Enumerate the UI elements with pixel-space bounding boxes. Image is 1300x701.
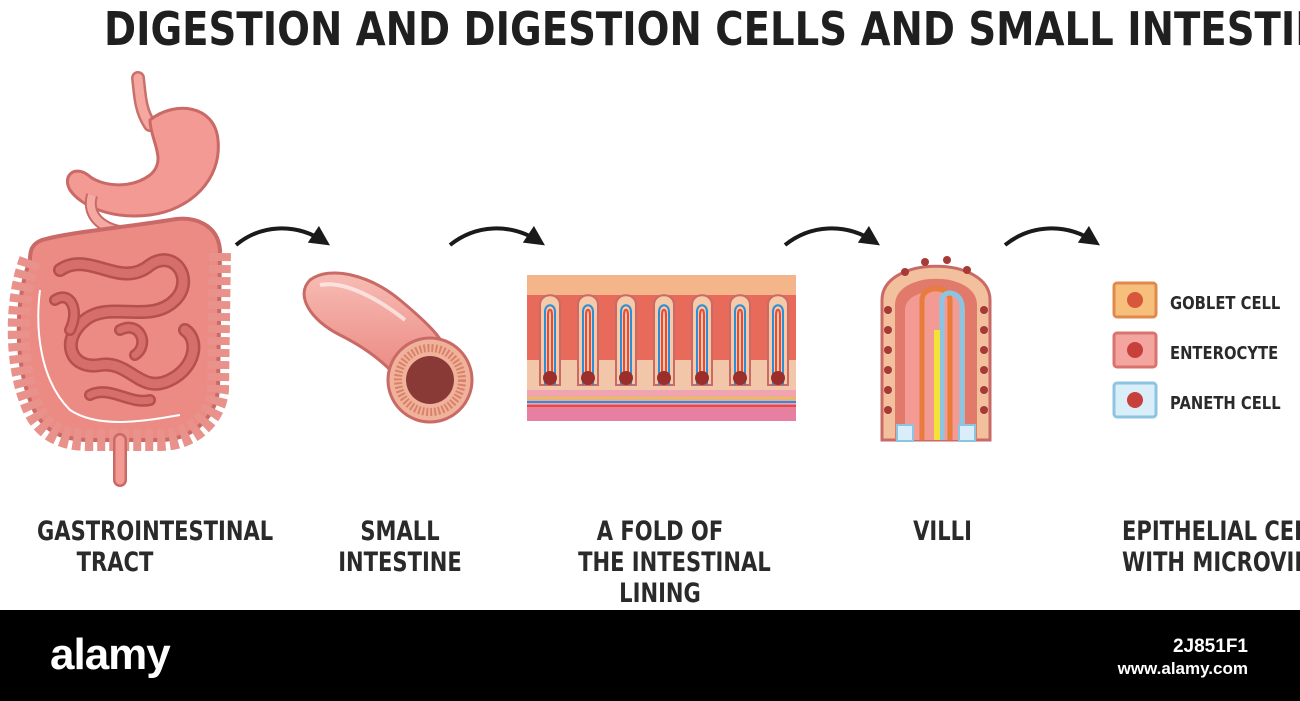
gastrointestinal-tract-illustration — [7, 71, 231, 487]
step-label-gastrointestinal-tract: GASTROINTESTINAL TRACT — [37, 516, 274, 578]
arrow-2 — [448, 225, 545, 247]
villus-illustration — [880, 256, 992, 442]
stock-footer-bar: alamy 2J851F1 www.alamy.com — [0, 610, 1300, 701]
diagram-title: DIGESTION AND DIGESTION CELLS AND SMALL … — [104, 2, 1300, 56]
step-label-villi: VILLI — [913, 516, 972, 547]
legend-label-paneth-cell: PANETH CELL — [1170, 393, 1281, 414]
step-label-intestinal-fold: A FOLD OF THE INTESTINAL LINING — [578, 516, 771, 609]
epithelial-cell-legend — [1112, 281, 1158, 419]
arrow-3 — [783, 225, 880, 247]
step-label-small-intestine: SMALL INTESTINE — [338, 516, 462, 578]
diagram-stage: GOBLET CELL ENTEROCYTE PANETH CELL GASTR… — [7, 71, 1300, 609]
legend-swatch-paneth-cell — [1112, 381, 1158, 419]
step-label-epithelial-cell: EPITHELIAL CELL WITH MICROVILLI — [1122, 516, 1300, 578]
image-id-text: 2J851F1 — [1172, 636, 1248, 657]
flow-arrows — [234, 225, 1100, 247]
small-intestine-illustration — [302, 271, 474, 424]
arrow-4 — [1003, 225, 1100, 247]
arrow-1 — [234, 225, 330, 247]
intestinal-lining-fold-illustration — [527, 275, 796, 421]
legend-swatch-goblet-cell — [1112, 281, 1158, 319]
legend-label-goblet-cell: GOBLET CELL — [1170, 293, 1281, 314]
legend-swatch-enterocyte — [1112, 331, 1158, 369]
brand-logo: alamy — [50, 630, 171, 679]
legend-label-enterocyte: ENTEROCYTE — [1170, 343, 1279, 364]
diagram-illustrations — [7, 71, 1158, 487]
site-url-text: www.alamy.com — [1117, 659, 1248, 678]
